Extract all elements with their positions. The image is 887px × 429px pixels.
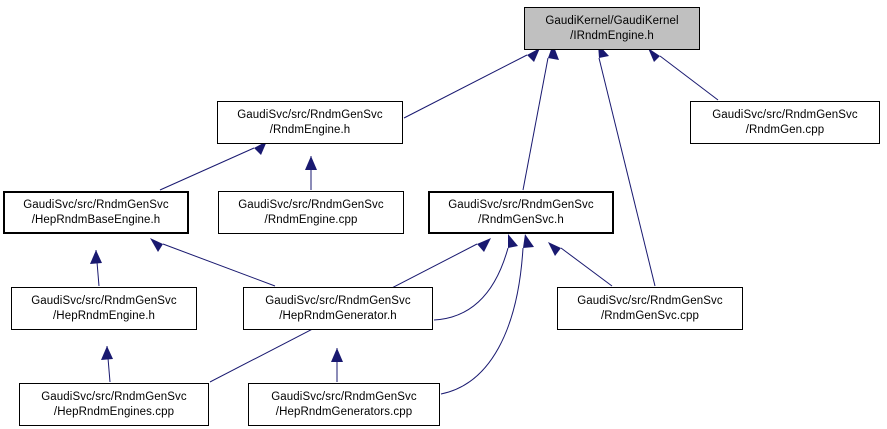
node-heprndmengines-cpp[interactable]: GaudiSvc/src/RndmGenSvc /HepRndmEngines.…: [19, 383, 209, 426]
arrowhead-hepgenerator_h-to-rndmgensvc_h: [508, 234, 518, 248]
arrowhead-rndmgen_cpp-to-irndmengine: [648, 48, 660, 62]
node-label-line1: GaudiSvc/src/RndmGenSvc: [23, 198, 169, 211]
arrowhead-rndmgensvc_cpp-to-rndmgensvc_h: [548, 242, 561, 256]
arrowhead-hepengines_cpp-to-rndmgensvc_h: [477, 238, 491, 252]
node-label-line1: GaudiSvc/src/RndmGenSvc: [238, 198, 384, 211]
arrowhead-rndmengine_cpp-to-rndmengine_h: [305, 156, 317, 170]
node-label-line2: /HepRndmGenerators.cpp: [275, 405, 413, 418]
node-label-line2: /HepRndmEngines.cpp: [53, 405, 175, 418]
arrowhead-rndmengine_h-to-irndmengine: [527, 48, 540, 62]
arrowhead-hepgenerator_h-to-hepbaseengine_h: [150, 238, 163, 252]
node-label-line1: GaudiKernel/GaudiKernel: [545, 14, 679, 27]
node-rndmgensvc-cpp[interactable]: GaudiSvc/src/RndmGenSvc /RndmGenSvc.cpp: [557, 287, 743, 330]
arrowhead-hepengines_cpp-to-hepengine_h: [101, 346, 113, 360]
edge-hepgenerators_cpp-to-rndmgensvc_h: [440, 247, 524, 395]
arrowhead-hepbaseengine_h-to-rndmengine_h: [254, 141, 267, 155]
node-label-line2: /RndmEngine.h: [269, 123, 351, 136]
node-rndmengine-cpp[interactable]: GaudiSvc/src/RndmGenSvc /RndmEngine.cpp: [218, 191, 404, 234]
edge-rndmgensvc_cpp-to-irndmengine: [598, 57, 656, 287]
node-heprndmengine-h[interactable]: GaudiSvc/src/RndmGenSvc /HepRndmEngine.h: [11, 287, 197, 330]
node-label-line1: GaudiSvc/src/RndmGenSvc: [41, 390, 187, 403]
node-rndmengine-h[interactable]: GaudiSvc/src/RndmGenSvc /RndmEngine.h: [217, 101, 403, 144]
node-rndmgen-cpp[interactable]: GaudiSvc/src/RndmGenSvc /RndmGen.cpp: [690, 101, 880, 144]
node-label-line1: GaudiSvc/src/RndmGenSvc: [237, 108, 383, 121]
arrowhead-hepgenerators_cpp-to-rndmgensvc_h: [523, 234, 534, 248]
node-label-line1: GaudiSvc/src/RndmGenSvc: [577, 294, 723, 307]
node-label-line2: /IRndmEngine.h: [570, 29, 654, 42]
arrowhead-hepgenerators_cpp-to-hepgenerator_h: [331, 348, 343, 362]
arrowhead-rndmgensvc_h-to-irndmengine: [548, 44, 559, 60]
edge-hepgenerator_h-to-hepbaseengine_h: [162, 243, 276, 287]
node-label-line1: GaudiSvc/src/RndmGenSvc: [31, 294, 177, 307]
node-label-line1: GaudiSvc/src/RndmGenSvc: [712, 108, 858, 121]
edge-rndmengine_h-to-irndmengine: [403, 54, 528, 119]
node-label-line2: /RndmGenSvc.cpp: [600, 309, 699, 322]
edge-hepbaseengine_h-to-rndmengine_h: [159, 147, 255, 191]
node-label-line1: GaudiSvc/src/RndmGenSvc: [448, 198, 594, 211]
node-heprndmgenerator-h[interactable]: GaudiSvc/src/RndmGenSvc /HepRndmGenerato…: [243, 287, 433, 330]
node-label-line2: /HepRndmGenerator.h: [279, 309, 397, 322]
node-heprndmbaseengine-h[interactable]: GaudiSvc/src/RndmGenSvc /HepRndmBaseEngi…: [3, 191, 189, 234]
node-rndmgensvc-h[interactable]: GaudiSvc/src/RndmGenSvc /RndmGenSvc.h: [428, 191, 614, 234]
node-label-line1: GaudiSvc/src/RndmGenSvc: [265, 294, 411, 307]
arrowhead-hepengine_h-to-hepbaseengine_h: [90, 250, 102, 264]
node-heprndmgenerators-cpp[interactable]: GaudiSvc/src/RndmGenSvc /HepRndmGenerato…: [248, 383, 440, 426]
node-label-line2: /RndmEngine.cpp: [264, 213, 358, 226]
node-label-line1: GaudiSvc/src/RndmGenSvc: [271, 390, 417, 403]
node-label-line2: /HepRndmBaseEngine.h: [31, 213, 161, 226]
node-irndmengine-h[interactable]: GaudiKernel/GaudiKernel /IRndmEngine.h: [524, 7, 700, 50]
edge-rndmgen_cpp-to-irndmengine: [659, 55, 719, 101]
node-label-line2: /RndmGen.cpp: [745, 123, 825, 136]
edge-rndmgensvc_cpp-to-rndmgensvc_h: [560, 247, 613, 287]
edge-hepgenerator_h-to-rndmgensvc_h: [433, 247, 509, 321]
node-label-line2: /HepRndmEngine.h: [53, 309, 155, 322]
node-label-line2: /RndmGenSvc.h: [478, 213, 564, 226]
edge-rndmgensvc_h-to-irndmengine: [522, 57, 549, 191]
